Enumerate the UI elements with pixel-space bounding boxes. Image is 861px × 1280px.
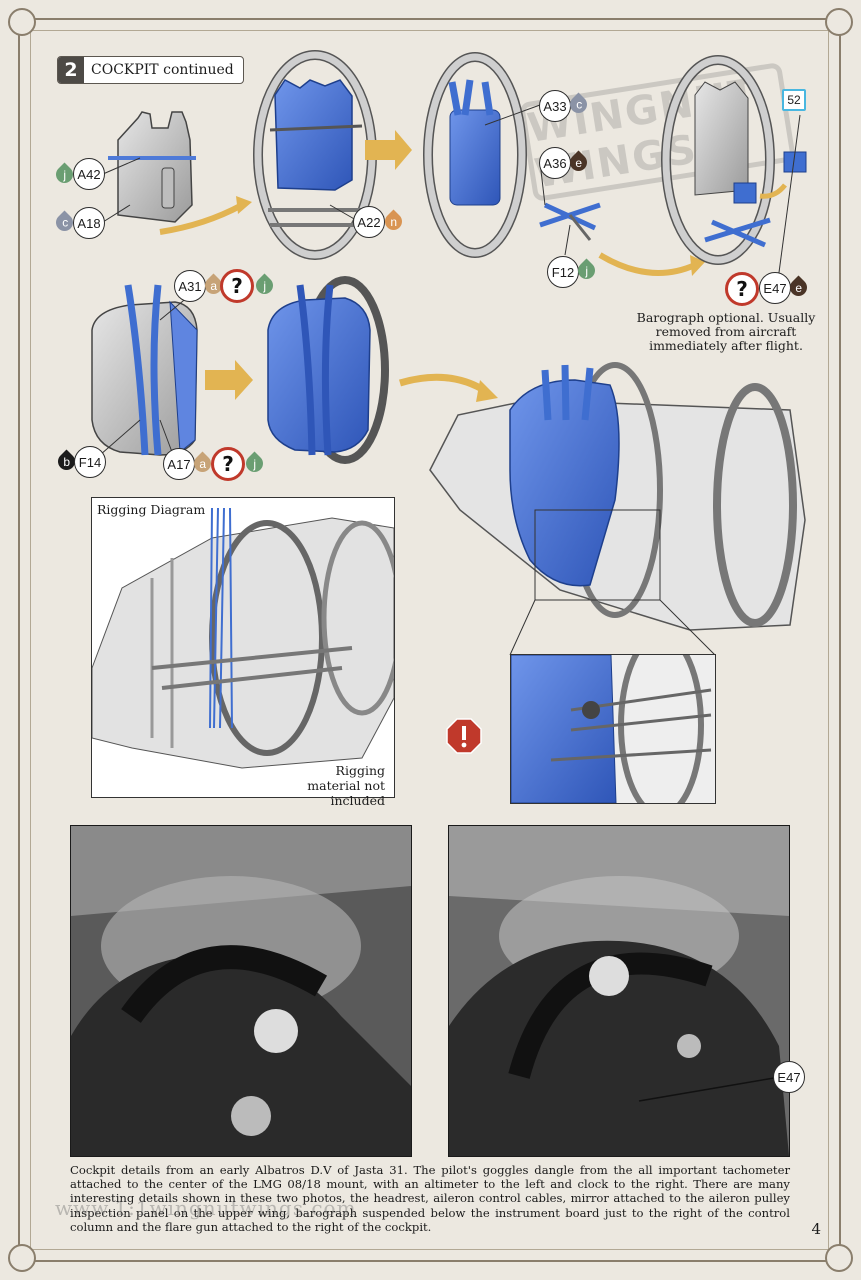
bulkhead-barograph-assembly — [661, 55, 775, 265]
control-stick-part — [539, 202, 601, 241]
step-number: 2 — [58, 57, 84, 83]
step-arrow — [205, 360, 253, 400]
decal-number-badge: 52 — [782, 89, 806, 111]
part-callout-f12: F12 — [547, 256, 579, 288]
assembly-illustration — [91, 50, 807, 656]
bulkhead-straps-assembly — [423, 52, 527, 258]
assembly-arrow — [159, 202, 244, 235]
part-callout-a42: A42 — [73, 158, 105, 190]
part-callout-a33: A33 — [539, 90, 571, 122]
seat-back-part — [108, 111, 196, 223]
step-title: COCKPIT continued — [91, 62, 234, 78]
zoom-line — [509, 599, 536, 656]
rigging-note: Rigging material not included — [307, 763, 385, 808]
part-callout-a31: A31 — [174, 270, 206, 302]
frame-corner-ornament — [825, 1244, 853, 1272]
part-callout-a36: A36 — [539, 147, 571, 179]
zoom-line — [659, 599, 716, 656]
optional-part-icon: ? — [211, 447, 245, 481]
optional-part-icon: ? — [220, 269, 254, 303]
part-callout-a18: A18 — [73, 207, 105, 239]
photo-callout-e47: E47 — [773, 1061, 805, 1093]
rigging-illustration — [92, 507, 394, 769]
part-callout-f14: F14 — [74, 446, 106, 478]
seat-with-straps — [91, 284, 198, 456]
bulkhead-seat-assembly — [253, 50, 377, 260]
step-arrow — [365, 130, 412, 170]
frame-corner-ornament — [8, 8, 36, 36]
cockpit-photo-right — [448, 825, 790, 1157]
cockpit-detail-illustration — [511, 655, 715, 803]
part-callout-e47: E47 — [759, 272, 791, 304]
page-number: 4 — [811, 1220, 821, 1238]
cockpit-photo-left — [70, 825, 412, 1157]
optional-part-icon: ? — [725, 272, 759, 306]
barograph-note: Barograph optional. Usually removed from… — [636, 310, 816, 353]
site-watermark: www.1:1wingnutwings.com — [55, 1196, 357, 1220]
assembly-arrow — [398, 373, 489, 395]
frame-corner-ornament — [8, 1244, 36, 1272]
rigging-diagram-inset — [91, 497, 395, 798]
seat-bulkhead-assembly — [267, 276, 389, 464]
photo-caption: Cockpit details from an early Albatros D… — [70, 1163, 790, 1234]
cockpit-detail-zoom — [510, 654, 716, 804]
fuselage-cockpit-assembly — [429, 362, 806, 631]
assembly-arrow — [598, 252, 697, 276]
frame-corner-ornament — [825, 8, 853, 36]
page-border-outer — [18, 18, 841, 1262]
page-border-inner — [30, 30, 829, 1250]
rigging-diagram-title: Rigging Diagram — [97, 502, 206, 517]
part-callout-a22: A22 — [353, 206, 385, 238]
step-header: 2 COCKPIT continued — [57, 56, 244, 84]
warning-icon — [446, 718, 482, 754]
part-callout-a17: A17 — [163, 448, 195, 480]
